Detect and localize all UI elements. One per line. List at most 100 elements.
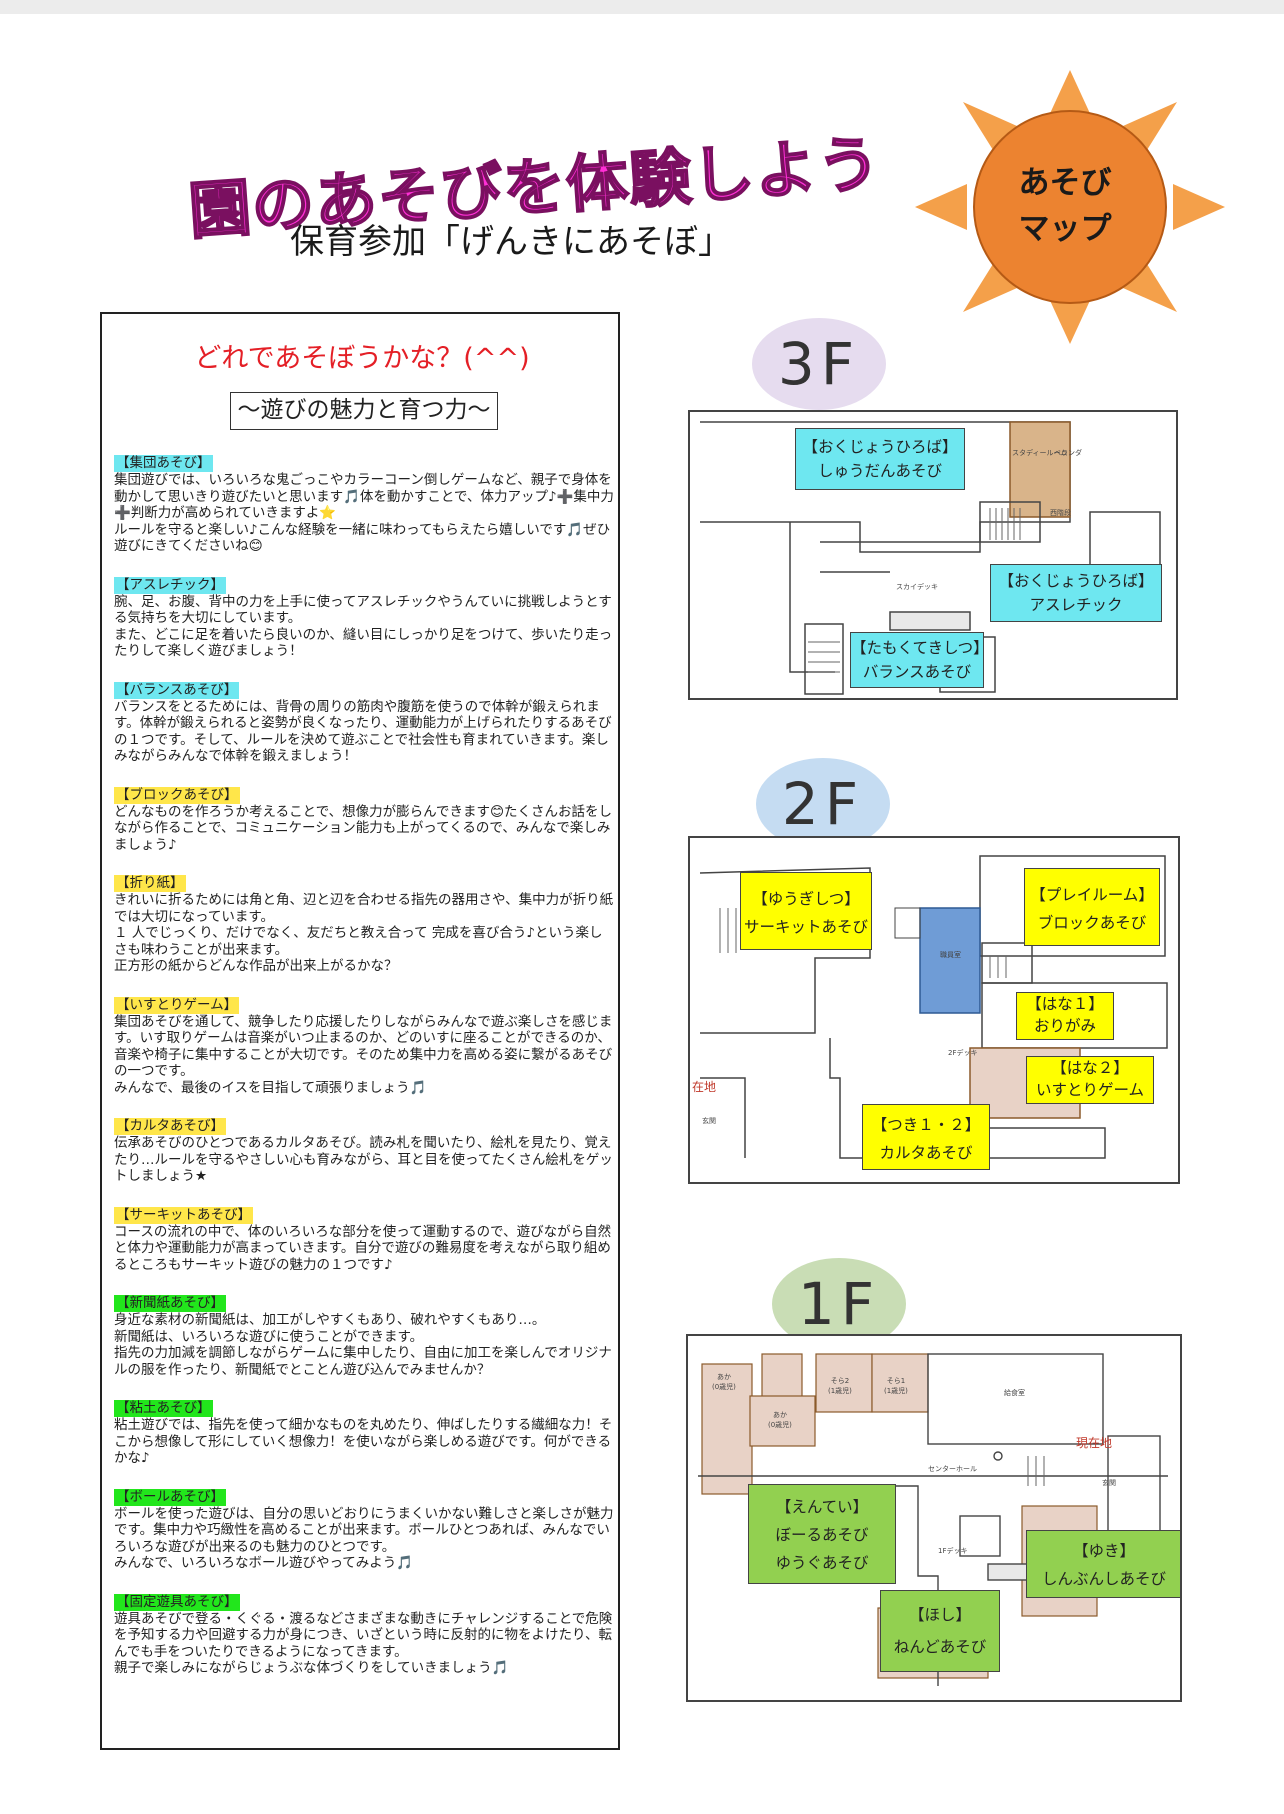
section-title: 【ボールあそび】 bbox=[114, 1488, 226, 1506]
section-body: 集団あそびを通して、競争したり応援したりしながらみんなで遊ぶ楽しさを感じます。い… bbox=[114, 1013, 613, 1096]
label-entei-activity-playground: ゆうぐあそび bbox=[775, 1554, 869, 1572]
section-body: 集団遊びでは、いろいろな鬼ごっこやカラーコーン倒しゲームなど、親子で身体を動かし… bbox=[114, 472, 614, 554]
section-body: 腕、足、お腹、背中の力を上手に使ってアスレチックやうんていに挑戦しようとする気持… bbox=[114, 593, 613, 660]
floor-map-1f: あか (0歳児) あか (0歳児) そら2 (1歳児) そら1 (1歳児) 給食… bbox=[686, 1334, 1182, 1702]
section-title: 【アスレチック】 bbox=[114, 576, 226, 594]
page-subtitle: 保育参加「げんきにあそぼ」 bbox=[290, 222, 732, 262]
section-item: 【バランスあそび】バランスをとるためには、背骨の周りの筋肉や腹筋を使うので体幹が… bbox=[114, 679, 614, 765]
label-tsuki-activity: カルタあそび bbox=[879, 1144, 973, 1162]
section-item: 【ブロックあそび】どんなものを作ろうか考えることで、想像力が膨らんできます😊たく… bbox=[114, 784, 614, 854]
label-yuki: 【ゆき】 しんぶんしあそび bbox=[1026, 1530, 1180, 1598]
asobi-map-label: あそび マップ bbox=[1018, 165, 1112, 247]
room-aka-b: あか (0歳児) bbox=[768, 1411, 792, 1429]
section-body: コースの流れの中で、体のいろいろな部分を使って運動するので、遊びながら自然と体力… bbox=[114, 1223, 612, 1273]
asobi-map-badge: あそび マップ bbox=[1010, 160, 1120, 252]
section-body: きれいに折るためには角と角、辺と辺を合わせる指先の器用さや、集中力が折り紙では大… bbox=[114, 892, 614, 974]
label-rooftop-athletic-room: 【おくじょうひろば】 bbox=[998, 572, 1154, 590]
label-hana1-room: 【はな１】 bbox=[1026, 995, 1104, 1013]
section-item: 【粘土あそび】粘土遊びでは、指先を使って細かなものを丸めたり、伸ばしたりする繊細… bbox=[114, 1397, 614, 1467]
label-rooftop-group: 【おくじょうひろば】 しゅうだんあそび bbox=[795, 428, 965, 490]
current-location-2f: 在地 bbox=[692, 1080, 717, 1094]
room-sora2: そら2 (1歳児) bbox=[828, 1377, 852, 1395]
section-item: 【新聞紙あそび】身近な素材の新聞紙は、加工がしやすくもあり、破れやすくもあり…。… bbox=[114, 1292, 614, 1378]
floor-map-3f: スタディールーム ベランダ 西階段 スカイデッキ 【おくじょうひろば】 しゅうだ… bbox=[688, 410, 1178, 700]
label-yuki-room: 【ゆき】 bbox=[1072, 1542, 1135, 1560]
label-multipurpose-room-activity: バランスあそび bbox=[862, 663, 972, 681]
label-yuugishitsu-room: 【ゆうぎしつ】 bbox=[752, 890, 860, 908]
room-kitchen: 給食室 bbox=[1004, 1389, 1025, 1397]
label-entei: 【えんてい】 ぼーるあそび ゆうぐあそび bbox=[748, 1484, 896, 1584]
section-body: どんなものを作ろうか考えることで、想像力が膨らんできます😊たくさんお話をしながら… bbox=[114, 803, 613, 853]
label-rooftop-athletic-activity: アスレチック bbox=[1029, 596, 1123, 614]
label-rooftop-group-room: 【おくじょうひろば】 bbox=[802, 438, 958, 456]
label-yuugishitsu: 【ゆうぎしつ】 サーキットあそび bbox=[740, 872, 872, 950]
section-body: 身近な素材の新聞紙は、加工がしやすくもあり、破れやすくもあり…。 新聞紙は、いろ… bbox=[114, 1312, 612, 1378]
label-entei-activity-ball: ぼーるあそび bbox=[775, 1526, 869, 1544]
section-title: 【折り紙】 bbox=[114, 875, 186, 892]
box-heading: どれであそぼうかな？(^^) bbox=[194, 343, 530, 374]
top-bar bbox=[0, 0, 1284, 14]
label-rooftop-athletic: 【おくじょうひろば】 アスレチック bbox=[990, 564, 1162, 622]
section-title: 【新聞紙あそび】 bbox=[114, 1295, 226, 1312]
label-hoshi-room: 【ほし】 bbox=[908, 1606, 971, 1624]
room-entrance-1f: 玄関 bbox=[1102, 1479, 1116, 1487]
section-list: 【集団あそび】集団遊びでは、いろいろな鬼ごっこやカラーコーン倒しゲームなど、親子… bbox=[114, 452, 614, 1696]
floor-badge-3f: 3F bbox=[752, 318, 886, 410]
label-multipurpose-room: 【たもくてきしつ】 バランスあそび bbox=[850, 632, 989, 688]
section-title: 【ブロックあそび】 bbox=[114, 786, 240, 804]
label-hana2-room: 【はな２】 bbox=[1051, 1059, 1129, 1077]
section-item: 【カルタあそび】伝承あそびのひとつであるカルタあそび。読み札を聞いたり、絵札を見… bbox=[114, 1115, 614, 1185]
room-sora1: そら1 (1歳児) bbox=[884, 1377, 908, 1395]
section-item: 【アスレチック】腕、足、お腹、背中の力を上手に使ってアスレチックやうんていに挑戦… bbox=[114, 574, 614, 660]
label-playroom-room: 【プレイルーム】 bbox=[1030, 886, 1154, 904]
box-subheading: ～遊びの魅力と育つ力～ bbox=[230, 392, 498, 430]
section-item: 【いすとりゲーム】集団あそびを通して、競争したり応援したりしながらみんなで遊ぶ楽… bbox=[114, 994, 614, 1097]
current-location-1f: 現在地 bbox=[1076, 1436, 1113, 1450]
label-entei-room: 【えんてい】 bbox=[775, 1498, 869, 1516]
room-center-hall: センターホール bbox=[928, 1465, 977, 1473]
room-aka-a: あか (0歳児) bbox=[712, 1373, 736, 1391]
section-title: 【固定遊具あそび】 bbox=[114, 1593, 240, 1611]
room-skydeck: スカイデッキ bbox=[896, 583, 938, 591]
section-body: ボールを使った遊びは、自分の思いどおりにうまくいかない難しさと楽しさが魅力です。… bbox=[114, 1505, 614, 1572]
sun-icon bbox=[915, 70, 1225, 344]
section-item: 【折り紙】きれいに折るためには角と角、辺と辺を合わせる指先の器用さや、集中力が折… bbox=[114, 872, 614, 975]
section-body: 伝承あそびのひとつであるカルタあそび。読み札を聞いたり、絵札を見たり、覚えたり…… bbox=[114, 1135, 613, 1184]
section-title: 【集団あそび】 bbox=[114, 455, 213, 472]
description-box: どれであそぼうかな？(^^) ～遊びの魅力と育つ力～ 【集団あそび】集団遊びでは… bbox=[100, 312, 620, 1750]
section-body: バランスをとるためには、背骨の周りの筋肉や腹筋を使うので体幹が鍛えられます。体幹… bbox=[114, 698, 612, 765]
section-body: 遊具あそびで登る・くぐる・渡るなどさまざまな動きにチャレンジすることで危険を予知… bbox=[114, 1610, 613, 1677]
label-multipurpose-room-name: 【たもくてきしつ】 bbox=[851, 639, 989, 657]
room-staff: 職員室 bbox=[940, 951, 961, 959]
section-title: 【カルタあそび】 bbox=[114, 1118, 226, 1135]
label-hana2-activity: いすとりゲーム bbox=[1035, 1081, 1145, 1099]
section-item: 【集団あそび】集団遊びでは、いろいろな鬼ごっこやカラーコーン倒しゲームなど、親子… bbox=[114, 452, 614, 555]
label-playroom-activity: ブロックあそび bbox=[1037, 914, 1147, 932]
label-hoshi-activity: ねんどあそび bbox=[893, 1638, 987, 1656]
label-yuki-activity: しんぶんしあそび bbox=[1041, 1570, 1166, 1588]
floor-map-2f: 職員室 2Fデッキ 玄関 在地 【ゆうぎしつ】 サーキットあそび 【プレイルーム… bbox=[688, 836, 1180, 1184]
label-hana2: 【はな２】 いすとりゲーム bbox=[1026, 1056, 1154, 1104]
section-body: 粘土遊びでは、指先を使って細かなものを丸めたり、伸ばしたりする繊細な力！そこから… bbox=[114, 1417, 613, 1466]
room-1f-deck: 1Fデッキ bbox=[938, 1547, 968, 1555]
room-entrance-2f: 玄関 bbox=[702, 1117, 716, 1125]
label-hoshi: 【ほし】 ねんどあそび bbox=[880, 1590, 1000, 1672]
section-item: 【ボールあそび】ボールを使った遊びは、自分の思いどおりにうまくいかない難しさと楽… bbox=[114, 1486, 614, 1572]
label-yuugishitsu-activity: サーキットあそび bbox=[743, 918, 868, 936]
floor-badge-2f: 2F bbox=[756, 758, 890, 850]
section-title: 【バランスあそび】 bbox=[114, 681, 240, 699]
room-study: スタディールーム bbox=[1012, 449, 1068, 457]
section-title: 【いすとりゲーム】 bbox=[114, 996, 240, 1014]
room-2f-deck: 2Fデッキ bbox=[948, 1049, 978, 1057]
label-tsuki-room: 【つき１・２】 bbox=[871, 1116, 981, 1134]
section-item: 【固定遊具あそび】遊具あそびで登る・くぐる・渡るなどさまざまな動きにチャレンジす… bbox=[114, 1591, 614, 1677]
label-hana1-activity: おりがみ bbox=[1033, 1017, 1096, 1035]
label-rooftop-group-activity: しゅうだんあそび bbox=[817, 462, 942, 480]
label-playroom: 【プレイルーム】 ブロックあそび bbox=[1024, 868, 1160, 946]
section-item: 【サーキットあそび】コースの流れの中で、体のいろいろな部分を使って運動するので、… bbox=[114, 1204, 614, 1274]
label-hana1: 【はな１】 おりがみ bbox=[1016, 992, 1114, 1040]
room-stairs: 西階段 bbox=[1050, 509, 1071, 517]
section-title: 【粘土あそび】 bbox=[114, 1400, 213, 1417]
section-title: 【サーキットあそび】 bbox=[114, 1206, 253, 1224]
room-veranda: ベランダ bbox=[1054, 449, 1082, 457]
